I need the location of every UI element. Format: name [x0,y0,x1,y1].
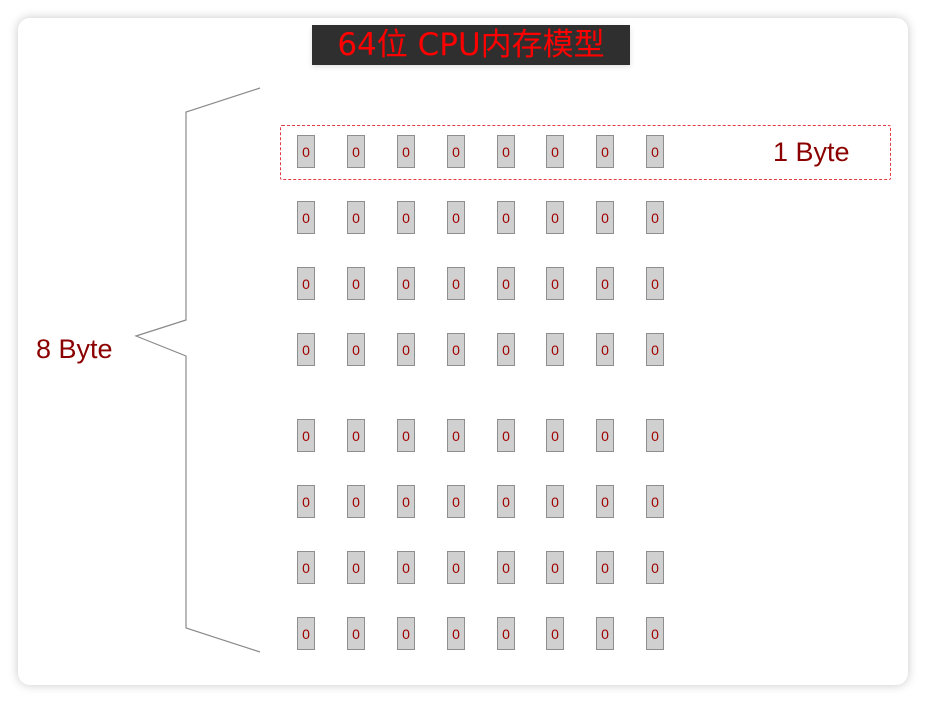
bit-cell: 0 [447,551,465,584]
bit-cell: 0 [497,485,515,518]
bit-cell: 0 [596,333,614,366]
bit-cell: 0 [397,551,415,584]
bit-cell: 0 [447,419,465,452]
bit-cell: 0 [596,617,614,650]
bit-cell: 0 [297,485,315,518]
bit-cell: 0 [497,333,515,366]
bit-cell: 0 [397,333,415,366]
bit-cell: 0 [397,135,415,168]
bit-cell: 0 [447,617,465,650]
byte-highlight-frame [280,125,891,180]
bit-cell: 0 [596,485,614,518]
bit-cell: 0 [546,333,564,366]
bit-cell: 0 [646,135,664,168]
bit-cell: 0 [596,267,614,300]
bit-cell: 0 [497,551,515,584]
bit-cell: 0 [596,419,614,452]
bit-cell: 0 [347,551,365,584]
bit-cell: 0 [397,419,415,452]
bit-cell: 0 [546,419,564,452]
bit-cell: 0 [397,267,415,300]
bit-cell: 0 [347,419,365,452]
bit-cell: 0 [596,551,614,584]
bit-cell: 0 [546,267,564,300]
bit-cell: 0 [447,267,465,300]
bit-cell: 0 [646,419,664,452]
bit-cell: 0 [347,135,365,168]
bit-cell: 0 [596,201,614,234]
bit-cell: 0 [297,617,315,650]
bit-cell: 0 [297,333,315,366]
bit-cell: 0 [497,201,515,234]
byte-label: 1 Byte [773,137,850,167]
bit-cell: 0 [397,485,415,518]
bit-cell: 0 [497,419,515,452]
title-banner: 64位 CPU内存模型 [312,25,630,65]
bit-cell: 0 [297,551,315,584]
bit-cell: 0 [447,201,465,234]
bit-cell: 0 [497,267,515,300]
bit-cell: 0 [447,485,465,518]
bit-cell: 0 [347,617,365,650]
bit-cell: 0 [646,333,664,366]
bit-cell: 0 [646,551,664,584]
bit-cell: 0 [447,135,465,168]
bit-cell: 0 [397,201,415,234]
bit-cell: 0 [646,201,664,234]
bit-cell: 0 [297,419,315,452]
bit-cell: 0 [347,201,365,234]
bit-cell: 0 [347,267,365,300]
diagram-title: 64位 CPU内存模型 [337,26,605,63]
bit-cell: 0 [646,485,664,518]
bit-cell: 0 [297,201,315,234]
bit-cell: 0 [546,201,564,234]
bit-cell: 0 [646,267,664,300]
bit-cell: 0 [546,135,564,168]
bit-cell: 0 [397,617,415,650]
bit-cell: 0 [646,617,664,650]
bit-cell: 0 [497,617,515,650]
bit-cell: 0 [297,135,315,168]
word-size-label: 8 Byte [36,334,113,364]
bit-cell: 0 [447,333,465,366]
bit-cell: 0 [596,135,614,168]
bit-cell: 0 [297,267,315,300]
bit-cell: 0 [497,135,515,168]
bit-cell: 0 [347,485,365,518]
bit-cell: 0 [546,551,564,584]
bit-cell: 0 [347,333,365,366]
bit-cell: 0 [546,617,564,650]
bit-cell: 0 [546,485,564,518]
